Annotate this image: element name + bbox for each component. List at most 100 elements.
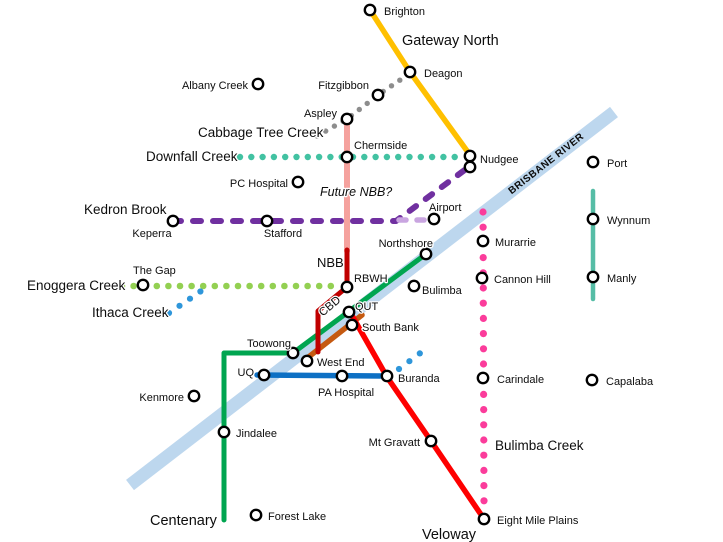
station-nudgee [463,149,477,163]
dot-norman-creek-dotted [395,365,403,373]
station-port [586,155,600,169]
dot-bulimba-creek [480,390,488,398]
label-gateway-north: Gateway North [402,33,499,49]
dot-downfall-creek [248,153,255,161]
line-nbb [315,247,350,355]
station-label-pa-hospital: PA Hospital [318,387,374,399]
station-jindalee [217,425,231,439]
station-kenmore [187,389,201,403]
station-label-airport: Airport [429,202,461,214]
dot-bulimba-creek [479,330,487,338]
station-label-west-end: West End [317,357,365,369]
label-future-nbb: Future NBB? [320,185,392,199]
dot-enoggera-creek [327,282,335,290]
station-label-stafford: Stafford [264,228,302,240]
label-centenary: Centenary [150,513,218,529]
station-manly [586,270,600,284]
dot-enoggera-creek [292,282,300,290]
station-label-pc-hospital: PC Hospital [230,178,288,190]
dot-bulimba-creek [479,284,487,292]
station-south-bank [345,318,359,332]
station-fitzgibbon [371,88,385,102]
dot-downfall-creek [327,153,334,161]
dot-ithaca-creek [186,295,194,302]
station-label-toowong: Toowong [247,338,291,350]
label-enoggera-creek: Enoggera Creek [27,278,126,293]
dot-enoggera-creek [153,282,161,290]
dot-downfall-creek [451,153,458,161]
dot-bulimba-creek [479,254,487,262]
dot-enoggera-creek [199,282,207,290]
dot-downfall-creek [282,153,289,161]
station-label-jindalee: Jindalee [236,428,277,440]
dot-cabbage-tree-creek [314,133,320,139]
dot-enoggera-creek [315,282,323,290]
station-buranda [380,369,394,383]
dot-cabbage-tree-creek [323,128,329,134]
station-label-manly: Manly [607,273,637,285]
station-label-buranda: Buranda [398,373,440,385]
dot-downfall-creek [372,153,379,161]
dot-downfall-creek [383,153,391,161]
dot-enoggera-creek [304,282,311,290]
dot-enoggera-creek [118,282,126,290]
station-mt-gravatt [424,434,438,448]
station-toowong [286,346,300,360]
label-brisbane-river: BRISBANE RIVER [507,131,587,197]
dot-norman-creek-dotted [416,350,423,357]
station-rbwh [340,280,354,294]
dot-enoggera-creek [246,282,253,290]
station-label-cannon-hill: Cannon Hill [494,274,551,286]
line-bulimba-creek [479,208,488,505]
label-bulimba-creek: Bulimba Creek [495,438,584,453]
station-label-forest-lake: Forest Lake [268,511,326,523]
dot-bulimba-creek [479,360,488,368]
dot-downfall-creek [428,153,436,161]
station-qut [342,305,356,319]
station-stafford [260,214,274,228]
dot-bulimba-creek [480,482,488,490]
station-uq [257,368,271,382]
station-label-uq: UQ [238,367,255,379]
line-kedron-brook [170,166,469,224]
station-label-albany-creek: Albany Creek [182,80,249,92]
dot-cabbage-tree-creek [397,77,403,83]
dot-cabbage-tree-creek [364,100,370,107]
line-gateway-north [367,7,473,158]
dot-bulimba-creek [479,223,487,231]
label-ithaca-creek: Ithaca Creek [92,305,169,320]
label-cabbage-tree-creek: Cabbage Tree Creek [198,125,324,140]
station-aspley [340,112,354,126]
station-label-bulimba: Bulimba [422,285,463,297]
dot-enoggera-creek [281,282,288,290]
dot-downfall-creek [406,153,413,161]
line-enoggera-creek [118,282,335,290]
dot-enoggera-creek [130,282,137,290]
station-label-northshore: Northshore [379,238,433,250]
station-cannon-hill [475,271,489,285]
label-nbb: NBB [317,255,344,270]
dot-bulimba-creek [480,451,488,459]
dot-bulimba-creek [480,406,488,414]
dot-enoggera-creek [223,282,230,290]
dot-bulimba-creek [480,466,488,474]
station-eight-mile-plains [477,512,491,526]
station-label-fitzgibbon: Fitzgibbon [318,80,369,92]
dot-enoggera-creek [211,282,219,290]
station-murarrie [476,234,490,248]
line-uq-buranda [254,372,390,379]
dot-enoggera-creek [269,282,277,290]
station-label-the-gap: The Gap [133,265,176,277]
station-label-aspley: Aspley [304,108,338,120]
station-pa-hospital [335,369,349,383]
station-label-brighton: Brighton [384,6,425,18]
station-label-qut: QUT [355,301,379,313]
dot-enoggera-creek [234,282,242,290]
station-label-mt-gravatt: Mt Gravatt [369,437,420,449]
station-label-port: Port [607,158,627,170]
dot-cabbage-tree-creek [356,106,362,113]
station-label-eight-mile-plains: Eight Mile Plains [497,515,579,527]
station-label-south-bank: South Bank [362,322,419,334]
dot-bulimba-creek [480,421,488,429]
